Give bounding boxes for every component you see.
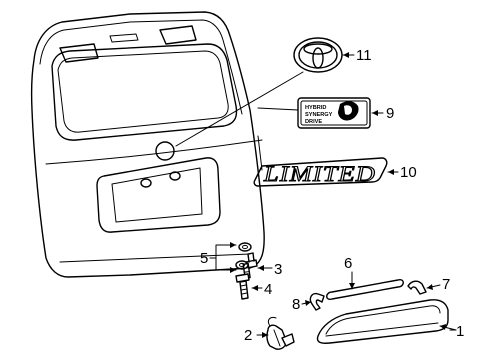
bracket-5 (209, 244, 237, 271)
bolt-3 (242, 252, 258, 279)
end-cap-7 (407, 280, 441, 295)
callout-1: 1 (456, 323, 464, 340)
callout-10: 10 (400, 164, 417, 181)
bulb-socket-2 (256, 317, 295, 350)
callout-3: 3 (274, 261, 282, 278)
end-cap-8 (301, 292, 325, 311)
limited-script-text: LIMITED (263, 161, 376, 186)
callout-11: 11 (356, 47, 372, 64)
callout-8: 8 (292, 296, 300, 313)
badge-text-drive: DRIVE (305, 119, 322, 125)
hybrid-synergy-drive-badge: HYBRID SYNERGY DRIVE (297, 97, 384, 129)
grommet-lower (235, 260, 249, 270)
fasteners-group (209, 242, 273, 300)
callout-7: 7 (442, 276, 450, 293)
high-mount-stop-lamp (316, 299, 457, 344)
liftgate (30, 11, 265, 278)
callout-4: 4 (264, 281, 272, 298)
arrowhead-9 (372, 110, 378, 116)
leader-limited-to-gate (257, 135, 263, 171)
grommet-upper (238, 242, 252, 252)
callout-9: 9 (386, 105, 394, 122)
leader-emblem-to-gate (175, 71, 304, 147)
limited-badge: LIMITED (253, 157, 399, 187)
callout-6: 6 (344, 255, 352, 272)
leader-badge-to-gate (257, 107, 299, 111)
callout-5: 5 (200, 250, 208, 267)
bolt-4 (235, 273, 250, 300)
callout-2: 2 (244, 327, 252, 344)
badge-text-synergy: SYNERGY (305, 112, 333, 118)
gasket-strip-6 (326, 271, 404, 300)
arrowhead-10 (388, 169, 394, 175)
arrowhead-11 (343, 52, 349, 58)
toyota-emblem (293, 37, 355, 73)
badge-text-hybrid: HYBRID (305, 105, 326, 111)
